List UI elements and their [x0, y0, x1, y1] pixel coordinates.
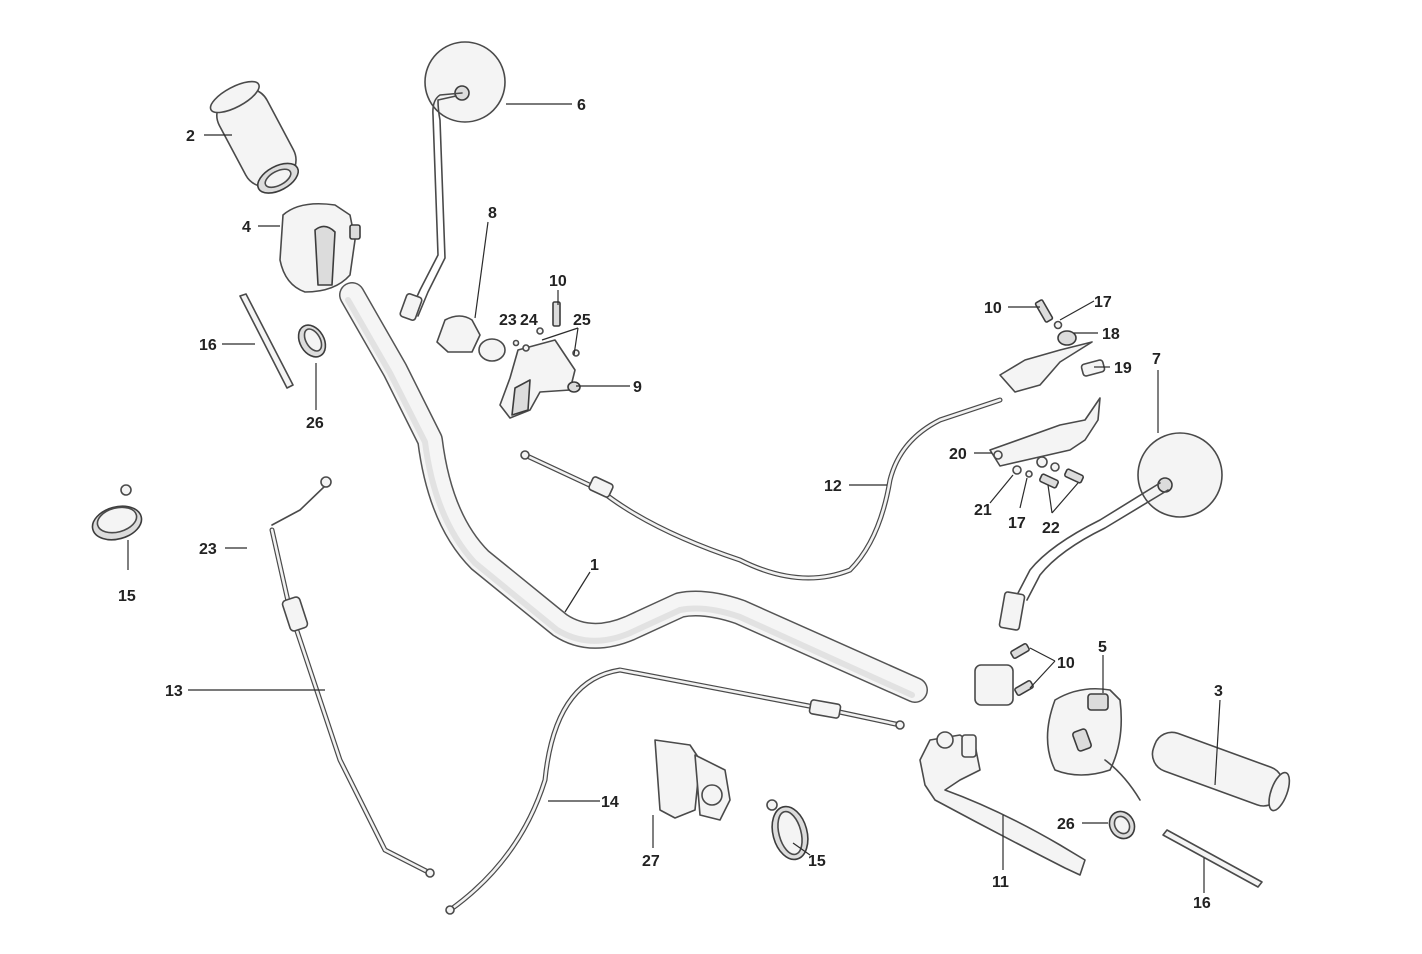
callout-16-b: 16	[1193, 895, 1211, 912]
clamp-ring-left	[297, 324, 327, 358]
callout-19: 19	[1114, 360, 1132, 377]
callout-15-a: 15	[118, 588, 136, 605]
callout-27: 27	[642, 853, 660, 870]
callout-16-a: 16	[199, 337, 217, 354]
callout-10-b: 10	[984, 300, 1002, 317]
left-grip	[209, 80, 300, 194]
callout-15-b: 15	[808, 853, 826, 870]
callout-4: 4	[242, 219, 251, 236]
callout-1: 1	[590, 557, 599, 574]
callout-22: 22	[1042, 520, 1060, 537]
throttle-tube-left	[239, 293, 294, 389]
clutch-lever	[919, 731, 1086, 876]
callout-21: 21	[974, 502, 992, 519]
band-clamp-left	[91, 484, 143, 541]
callout-24: 24	[520, 312, 538, 329]
callout-9: 9	[633, 379, 642, 396]
left-switch-housing	[279, 202, 361, 293]
cable-12	[520, 397, 1003, 581]
callout-10-a: 10	[549, 273, 567, 290]
callout-17-b: 17	[1008, 515, 1026, 532]
cable-14	[445, 667, 905, 915]
bar-clamp-right	[974, 642, 1034, 706]
band-clamp-bottom	[766, 799, 809, 861]
callout-7: 7	[1152, 351, 1161, 368]
callout-3: 3	[1214, 683, 1223, 700]
callout-17-a: 17	[1094, 294, 1112, 311]
clamp-ring-right	[1108, 810, 1136, 840]
callout-11: 11	[992, 874, 1009, 891]
mount-clamp	[654, 739, 731, 821]
callout-2: 2	[186, 128, 195, 145]
callout-25: 25	[573, 312, 591, 329]
callout-26-b: 26	[1057, 816, 1075, 833]
callout-8: 8	[488, 205, 497, 222]
callout-23-a: 23	[499, 312, 517, 329]
callout-10-c: 10	[1057, 655, 1075, 672]
lever-bracket	[436, 315, 506, 362]
callout-14: 14	[601, 794, 619, 811]
callout-26-a: 26	[306, 415, 324, 432]
callout-23-b: 23	[199, 541, 217, 558]
callout-5: 5	[1098, 639, 1107, 656]
left-mirror	[399, 41, 506, 321]
throttle-cable	[269, 476, 435, 878]
handlebar	[339, 282, 928, 703]
callout-labels: 2 6 4 8 10 23 24 25 16 26 9 10 17 18 19 …	[118, 97, 1223, 912]
brake-bracket	[989, 397, 1101, 489]
throttle-tube-right	[1162, 829, 1263, 888]
right-grip	[1151, 731, 1291, 812]
brake-master-cylinder	[499, 339, 581, 419]
right-switch-housing	[1046, 687, 1141, 801]
right-mirror	[998, 432, 1223, 631]
leader-lines	[127, 103, 1221, 893]
callout-13: 13	[165, 683, 183, 700]
callout-6: 6	[577, 97, 586, 114]
clutch-master-assembly	[999, 299, 1106, 393]
callout-20: 20	[949, 446, 967, 463]
callout-18: 18	[1102, 326, 1120, 343]
callout-12: 12	[824, 478, 842, 495]
